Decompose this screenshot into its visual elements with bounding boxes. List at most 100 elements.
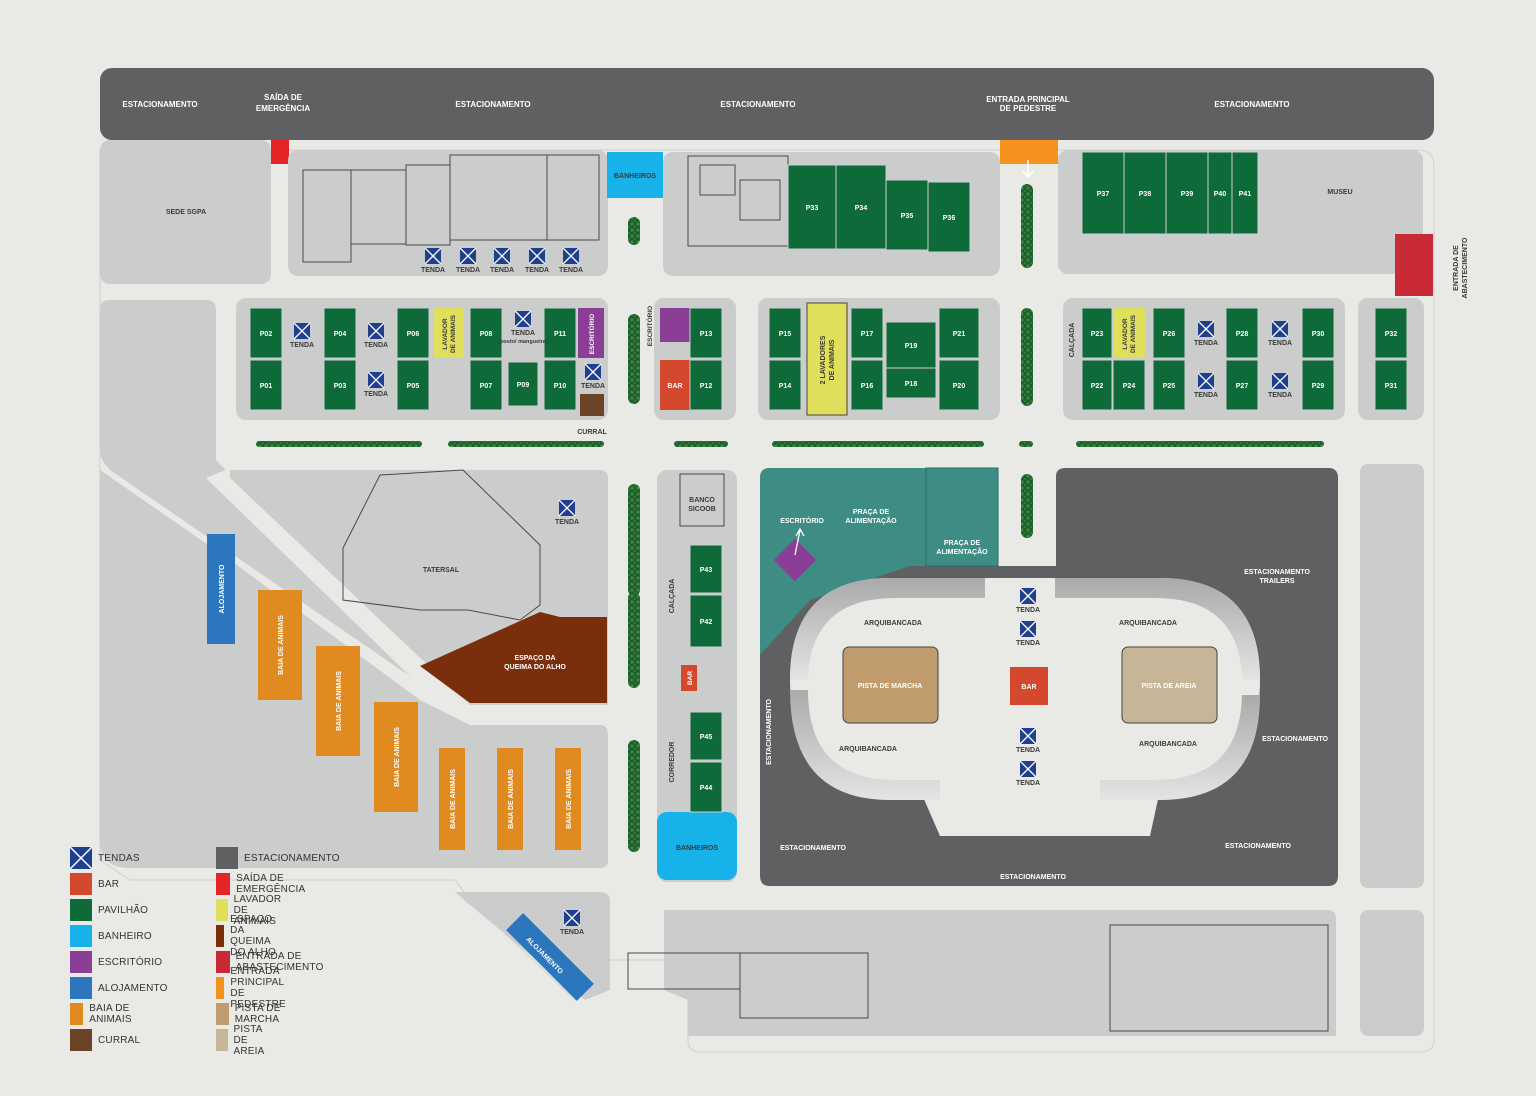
legend-item: ENTRADA PRINCIPAL DE PEDESTRE <box>216 966 300 1010</box>
pavilion-label: P03 <box>334 383 347 390</box>
pavilion-label: P17 <box>861 331 874 338</box>
tent-icon[interactable] <box>1019 727 1037 745</box>
tent-x-icon <box>69 846 93 870</box>
pavilion-p04[interactable] <box>323 307 357 359</box>
pavilion-p30[interactable] <box>1301 307 1335 359</box>
pavilion-p02[interactable] <box>249 307 283 359</box>
tent-icon[interactable] <box>1019 620 1037 638</box>
pavilion-p43[interactable] <box>689 544 723 594</box>
tent-icon[interactable] <box>493 247 511 265</box>
office-p11[interactable] <box>578 308 604 358</box>
tent-icon[interactable] <box>293 322 311 340</box>
tent-icon[interactable] <box>584 363 602 381</box>
legend-swatch <box>70 899 92 921</box>
pavilion-p20[interactable] <box>938 359 980 411</box>
tent-icon[interactable] <box>367 322 385 340</box>
pavilion-p34[interactable] <box>835 164 887 250</box>
pavilion-p23[interactable] <box>1081 307 1113 359</box>
tent-icon[interactable] <box>1197 372 1215 390</box>
emergency-exit-marker <box>271 140 289 164</box>
pavilion-p41[interactable] <box>1231 151 1259 235</box>
top-parking-bar <box>100 68 1434 140</box>
pavilion-label: P12 <box>700 383 713 390</box>
pavilion-p07[interactable] <box>469 359 503 411</box>
pavilion-label: P35 <box>901 213 914 220</box>
tent-label: TENDA <box>1268 340 1292 347</box>
legend-item: CURRAL <box>70 1028 140 1052</box>
bar-p12[interactable] <box>660 360 690 410</box>
pavilion-p26[interactable] <box>1152 307 1186 359</box>
pavilion-p31[interactable] <box>1374 359 1408 411</box>
tent-label: TENDA <box>1016 607 1040 614</box>
legend-swatch <box>70 873 92 895</box>
pavilion-p21[interactable] <box>938 307 980 359</box>
tent-icon[interactable] <box>563 909 581 927</box>
legend-swatch <box>70 925 92 947</box>
pavilion-p33[interactable] <box>787 164 837 250</box>
tent-icon[interactable] <box>1019 760 1037 778</box>
tent-icon[interactable] <box>562 247 580 265</box>
animal-stall-label: BAIA DE ANIMAIS <box>508 769 515 829</box>
corral-label: CURRAL <box>577 429 607 436</box>
pavilion-p25[interactable] <box>1152 359 1186 411</box>
pavilion-label: P10 <box>554 383 567 390</box>
pavilion-p28[interactable] <box>1225 307 1259 359</box>
top-parking-label-4: ESTACIONAMENTO <box>1214 100 1289 109</box>
tent-icon[interactable] <box>528 247 546 265</box>
pavilion-p24[interactable] <box>1112 359 1146 411</box>
pavilion-label: P09 <box>517 382 530 389</box>
pavilion-p01[interactable] <box>249 359 283 411</box>
pavilion-label: P05 <box>407 383 420 390</box>
pavilion-p12[interactable] <box>689 359 723 411</box>
pavilion-p08[interactable] <box>469 307 503 359</box>
pavilion-p09[interactable] <box>507 361 539 407</box>
pavilion-p36[interactable] <box>927 181 971 253</box>
tent-icon[interactable] <box>1271 320 1289 338</box>
tent-icon[interactable] <box>1197 320 1215 338</box>
pavilion-p42[interactable] <box>689 594 723 648</box>
pavilion-p44[interactable] <box>689 761 723 813</box>
pavilion-p13[interactable] <box>689 307 723 359</box>
tent-icon[interactable] <box>459 247 477 265</box>
pavilion-p18[interactable] <box>885 367 937 399</box>
pavilion-p15[interactable] <box>768 307 802 359</box>
block-south <box>664 910 1336 1036</box>
tent-icon[interactable] <box>1271 372 1289 390</box>
sede-label: SEDE SGPA <box>166 209 206 216</box>
pavilion-p37[interactable] <box>1081 151 1125 235</box>
tent-icon[interactable] <box>514 310 532 328</box>
bathrooms-top-label: BANHEIROS <box>614 173 656 180</box>
tent-icon[interactable] <box>1019 587 1037 605</box>
pavilion-p06[interactable] <box>396 307 430 359</box>
pavilion-p17[interactable] <box>850 307 884 359</box>
pavilion-p11[interactable] <box>543 307 577 359</box>
tent-icon[interactable] <box>367 371 385 389</box>
bar-arena[interactable] <box>1010 667 1048 705</box>
pavilion-p10[interactable] <box>543 359 577 411</box>
building-outlines-south <box>627 924 1329 1032</box>
pavilion-p29[interactable] <box>1301 359 1335 411</box>
office-p13[interactable] <box>660 308 690 342</box>
pavilion-p05[interactable] <box>396 359 430 411</box>
pavilion-p32[interactable] <box>1374 307 1408 359</box>
office-p11-label: ESCRITÓRIO <box>587 314 596 354</box>
pavilion-p22[interactable] <box>1081 359 1113 411</box>
tent-icon[interactable] <box>424 247 442 265</box>
pavilion-p27[interactable] <box>1225 359 1259 411</box>
pavilion-p16[interactable] <box>850 359 884 411</box>
washer-3 <box>1113 308 1145 358</box>
pavilion-p03[interactable] <box>323 359 357 411</box>
bar-corridor[interactable] <box>681 665 697 691</box>
tent-label: TENDA <box>525 267 549 274</box>
pavilion-p45[interactable] <box>689 711 723 761</box>
pavilion-p19[interactable] <box>885 321 937 369</box>
tent-icon[interactable] <box>558 499 576 517</box>
pavilion-p38[interactable] <box>1123 151 1167 235</box>
pavilion-p14[interactable] <box>768 359 802 411</box>
pavilion-label: P15 <box>779 331 792 338</box>
pavilion-label: P37 <box>1097 191 1110 198</box>
pavilion-label: P41 <box>1239 191 1252 198</box>
legend-swatch <box>70 1029 92 1051</box>
pavilion-p39[interactable] <box>1165 151 1209 235</box>
